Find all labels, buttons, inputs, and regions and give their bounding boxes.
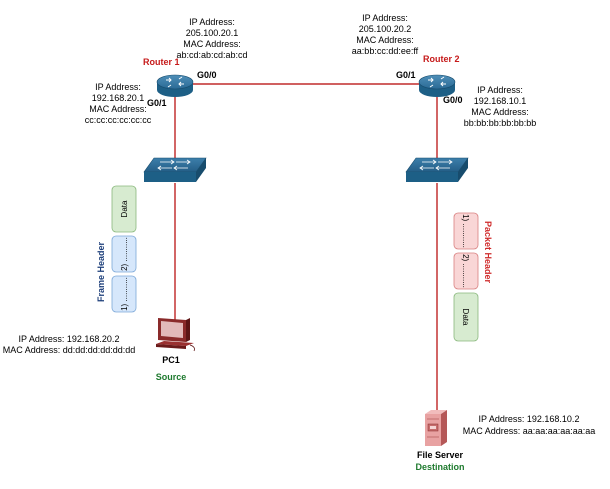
router-1-g01-info: IP Address: 192.168.20.1 MAC Address: cc… [85, 82, 152, 125]
packet-seg2-box [453, 252, 479, 290]
router-2-g00-info: IP Address: 192.168.10.1 MAC Address: bb… [464, 85, 537, 128]
frame-seg2-box [111, 235, 137, 273]
frame-data-box [111, 185, 137, 233]
router-2-g00-mac-label: MAC Address: [471, 107, 529, 117]
router-2-g01-ip: 205.100.20.2 [359, 24, 412, 34]
router-1-g01-ip-label: IP Address: [95, 82, 141, 92]
packet-header-label: Packet Header [483, 221, 493, 284]
router-1-g00-ip: 205.100.20.1 [186, 28, 239, 38]
switch-1-icon[interactable] [143, 157, 207, 182]
router-1-g00-port: G0/0 [197, 70, 217, 80]
file-server-ip: IP Address: 192.168.10.2 [479, 414, 580, 424]
file-server-name: File Server [417, 450, 464, 460]
router-2-g01-mac-label: MAC Address: [356, 35, 414, 45]
frame-seg1-text: 1) ........... [120, 277, 129, 311]
pc1-role: Source [156, 372, 187, 382]
packet-data-box [453, 292, 479, 342]
frame-seg2-text: 2) ........... [120, 237, 129, 271]
pc1-mac: MAC Address: dd:dd:dd:dd:dd:dd [3, 345, 136, 355]
packet-seg2-text: 2) ........... [461, 254, 470, 288]
router-2-g00-ip-label: IP Address: [477, 85, 523, 95]
router-2-g00-port: G0/0 [443, 95, 463, 105]
pc1-ip: IP Address: 192.168.20.2 [19, 334, 120, 344]
router-1-g01-ip: 192.168.20.1 [92, 93, 145, 103]
packet-seg1-box [453, 212, 479, 250]
router-1-g01-mac: cc:cc:cc:cc:cc:cc [85, 115, 152, 125]
router-2-g01-ip-label: IP Address: [362, 13, 408, 23]
router-1-name: Router 1 [143, 57, 180, 67]
router-1-g00-mac-label: MAC Address: [183, 39, 241, 49]
server-icon[interactable] [425, 410, 447, 446]
packet-data-text: Data [461, 309, 470, 326]
pc1-name: PC1 [162, 355, 180, 365]
switch-2-icon[interactable] [405, 157, 469, 182]
router-2-g00-mac: bb:bb:bb:bb:bb:bb [464, 118, 537, 128]
frame-header-label: Frame Header [96, 241, 106, 302]
router-2-name: Router 2 [423, 54, 460, 64]
router-1-g01-mac-label: MAC Address: [89, 104, 147, 114]
router-1-icon[interactable] [156, 74, 194, 97]
router-2-g01-info: IP Address: 205.100.20.2 MAC Address: aa… [352, 13, 419, 56]
router-1-g00-mac: ab:cd:ab:cd:ab:cd [176, 50, 247, 60]
packet-stack: 1) ........... 2) ........... Data Packe… [453, 212, 493, 342]
file-server-role: Destination [415, 462, 464, 472]
router-1-g00-ip-label: IP Address: [189, 17, 235, 27]
frame-seg1-box [111, 275, 137, 313]
frame-data-text: Data [120, 200, 129, 217]
frame-stack: Data 2) ........... 1) ........... Frame… [96, 185, 137, 313]
router-2-g00-ip: 192.168.10.1 [474, 96, 527, 106]
packet-seg1-text: 1) ........... [461, 214, 470, 248]
file-server-mac: MAC Address: aa:aa:aa:aa:aa:aa [463, 426, 596, 436]
router-2-g01-port: G0/1 [396, 70, 416, 80]
router-1-g00-info: IP Address: 205.100.20.1 MAC Address: ab… [176, 17, 247, 60]
computer-icon[interactable] [156, 318, 195, 352]
router-2-icon[interactable] [418, 74, 456, 97]
router-1-g01-port: G0/1 [147, 98, 167, 108]
router-2-g01-mac: aa:bb:cc:dd:ee:ff [352, 46, 419, 56]
